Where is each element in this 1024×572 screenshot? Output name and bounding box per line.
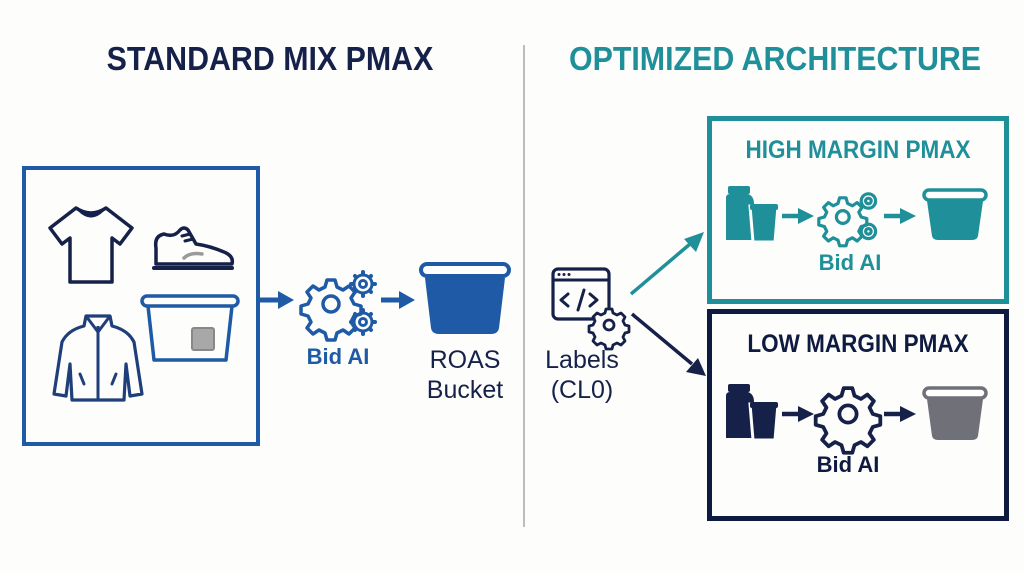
product-mix-box [22, 166, 260, 446]
jacket-icon [52, 314, 144, 402]
high-margin-bid-ai-label: Bid AI [818, 250, 882, 275]
roas-label: ROAS [429, 346, 501, 374]
high-margin-bucket-icon [922, 188, 988, 240]
arrow-to-roas-bucket [381, 291, 415, 309]
bucket-label: Bucket [426, 376, 504, 404]
low-margin-pmax-box [707, 309, 1009, 521]
arrow-to-bid-ai [256, 291, 294, 309]
container-icon [140, 294, 240, 362]
high-margin-pmax-box [707, 116, 1009, 304]
labels-label: Labels [545, 346, 619, 374]
high-margin-title: HIGH MARGIN PMAX [745, 136, 971, 164]
bid-ai-label: Bid AI [306, 344, 370, 369]
low-margin-bid-ai-label: Bid AI [816, 452, 880, 477]
low-margin-arrow-2 [884, 406, 916, 422]
roas-bucket-icon [419, 262, 511, 334]
high-margin-arrow-1 [782, 208, 814, 224]
arrow-to-low-margin [630, 312, 706, 376]
section-divider [523, 45, 525, 527]
arrow-to-high-margin [629, 232, 704, 296]
high-margin-arrow-2 [884, 208, 916, 224]
high-margin-products-icon [726, 186, 780, 244]
high-margin-gears-icon [817, 192, 878, 248]
low-margin-arrow-1 [782, 406, 814, 422]
code-window-gear-icon [551, 267, 631, 351]
standard-mix-title: STANDARD MIX PMAX [106, 40, 434, 77]
low-margin-bucket-icon [922, 386, 988, 440]
cl0-label: (CL0) [550, 376, 614, 404]
tshirt-icon [48, 206, 134, 284]
low-margin-products-icon [726, 384, 780, 442]
optimized-architecture-title: OPTIMIZED ARCHITECTURE [568, 40, 982, 77]
low-margin-gear-icon [813, 386, 883, 455]
low-margin-title: LOW MARGIN PMAX [747, 330, 969, 358]
sneaker-icon [152, 226, 235, 270]
bid-ai-gears-icon [299, 270, 377, 342]
